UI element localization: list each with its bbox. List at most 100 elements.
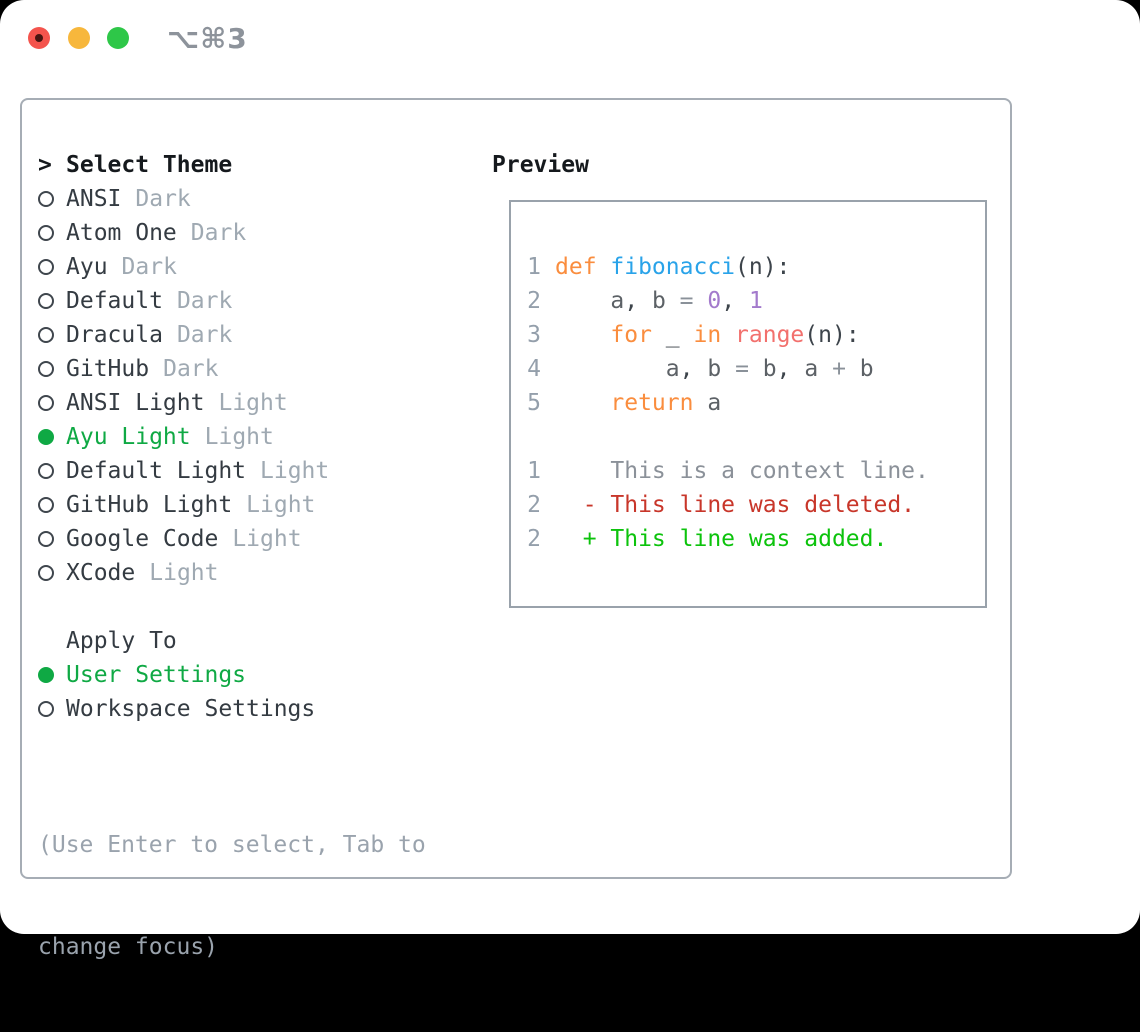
code-token: in: [693, 322, 721, 348]
code-token: b: [860, 356, 874, 382]
code-line: 2 a, b = 0, 1: [527, 284, 985, 318]
code-token: for: [610, 322, 652, 348]
theme-name: GitHub: [66, 356, 149, 382]
radio-unselected-icon[interactable]: [38, 565, 54, 581]
code-token: [694, 288, 708, 314]
theme-variant: Dark: [163, 356, 218, 382]
radio-gutter: [38, 259, 66, 275]
code-token: b: [652, 288, 666, 314]
apply-option-user-settings[interactable]: User Settings: [38, 658, 426, 692]
radio-selected-icon[interactable]: [38, 429, 54, 445]
code-token: 0: [707, 288, 721, 314]
radio-gutter: [38, 225, 66, 241]
diff-text: - This line was deleted.: [555, 492, 915, 518]
radio-unselected-icon[interactable]: [38, 497, 54, 513]
code-token: b: [763, 356, 777, 382]
theme-variant: Dark: [191, 220, 246, 246]
code-token: b: [707, 356, 721, 382]
radio-unselected-icon[interactable]: [38, 327, 54, 343]
radio-unselected-icon[interactable]: [38, 191, 54, 207]
code-token: a: [610, 288, 624, 314]
theme-option-dracula[interactable]: Dracula Dark: [38, 318, 426, 352]
code-token: [693, 390, 707, 416]
maximize-button[interactable]: [107, 27, 129, 49]
radio-unselected-icon[interactable]: [38, 361, 54, 377]
code-token: [721, 322, 735, 348]
radio-gutter: [38, 667, 66, 683]
theme-option-github[interactable]: GitHub Dark: [38, 352, 426, 386]
code-line: 4 a, b = b, a + b: [527, 352, 985, 386]
theme-option-ayu-light[interactable]: Ayu Light Light: [38, 420, 426, 454]
apply-option-workspace-settings[interactable]: Workspace Settings: [38, 692, 426, 726]
diff-line-added: 2 + This line was added.: [527, 522, 985, 556]
code-token: [846, 356, 860, 382]
code-token: [555, 390, 610, 416]
theme-variant: Light: [260, 458, 329, 484]
theme-variant: Light: [149, 560, 218, 586]
theme-name: ANSI Light: [66, 390, 204, 416]
radio-unselected-icon[interactable]: [38, 701, 54, 717]
code-token: ,: [624, 288, 652, 314]
theme-name: XCode: [66, 560, 135, 586]
diff-line-deleted: 2 - This line was deleted.: [527, 488, 985, 522]
code-token: [721, 356, 735, 382]
unsaved-dot-icon: [35, 34, 43, 42]
radio-gutter: [38, 293, 66, 309]
theme-option-atom-one[interactable]: Atom One Dark: [38, 216, 426, 250]
radio-unselected-icon[interactable]: [38, 293, 54, 309]
line-number: 1: [527, 254, 541, 280]
apply-to-header: Apply To: [38, 624, 426, 658]
window-title: ⌥⌘3: [167, 22, 248, 55]
theme-name: Atom One: [66, 220, 177, 246]
code-token: =: [680, 288, 694, 314]
minimize-button[interactable]: [68, 27, 90, 49]
radio-selected-icon[interactable]: [38, 667, 54, 683]
radio-unselected-icon[interactable]: [38, 395, 54, 411]
code-line: 3 for _ in range(n):: [527, 318, 985, 352]
radio-unselected-icon[interactable]: [38, 259, 54, 275]
select-theme-header: > Select Theme: [38, 148, 426, 182]
theme-name: Dracula: [66, 322, 163, 348]
code-token: =: [735, 356, 749, 382]
theme-option-xcode[interactable]: XCode Light: [38, 556, 426, 590]
radio-unselected-icon[interactable]: [38, 463, 54, 479]
hint-line-2: change focus): [38, 930, 426, 964]
code-token: (n):: [804, 322, 859, 348]
code-token: (n):: [735, 254, 790, 280]
select-theme-title: Select Theme: [66, 152, 232, 178]
close-button[interactable]: [28, 27, 50, 49]
diff-preview: 1 This is a context line.2 - This line w…: [527, 454, 985, 556]
radio-gutter: [38, 429, 66, 445]
theme-variant: Dark: [177, 322, 232, 348]
code-token: [666, 288, 680, 314]
radio-gutter: [38, 531, 66, 547]
code-token: [749, 356, 763, 382]
radio-gutter: [38, 497, 66, 513]
radio-unselected-icon[interactable]: [38, 225, 54, 241]
theme-name: Ayu Light: [66, 424, 191, 450]
code-token: [555, 322, 610, 348]
titlebar: ⌥⌘3: [0, 0, 1140, 98]
theme-variant: Light: [205, 424, 274, 450]
diff-text: This is a context line.: [555, 458, 929, 484]
code-token: range: [735, 322, 804, 348]
code-token: return: [610, 390, 693, 416]
selection-cursor: >: [38, 152, 66, 178]
line-number: 2: [527, 526, 541, 552]
radio-unselected-icon[interactable]: [38, 531, 54, 547]
radio-gutter: [38, 361, 66, 377]
radio-gutter: [38, 327, 66, 343]
